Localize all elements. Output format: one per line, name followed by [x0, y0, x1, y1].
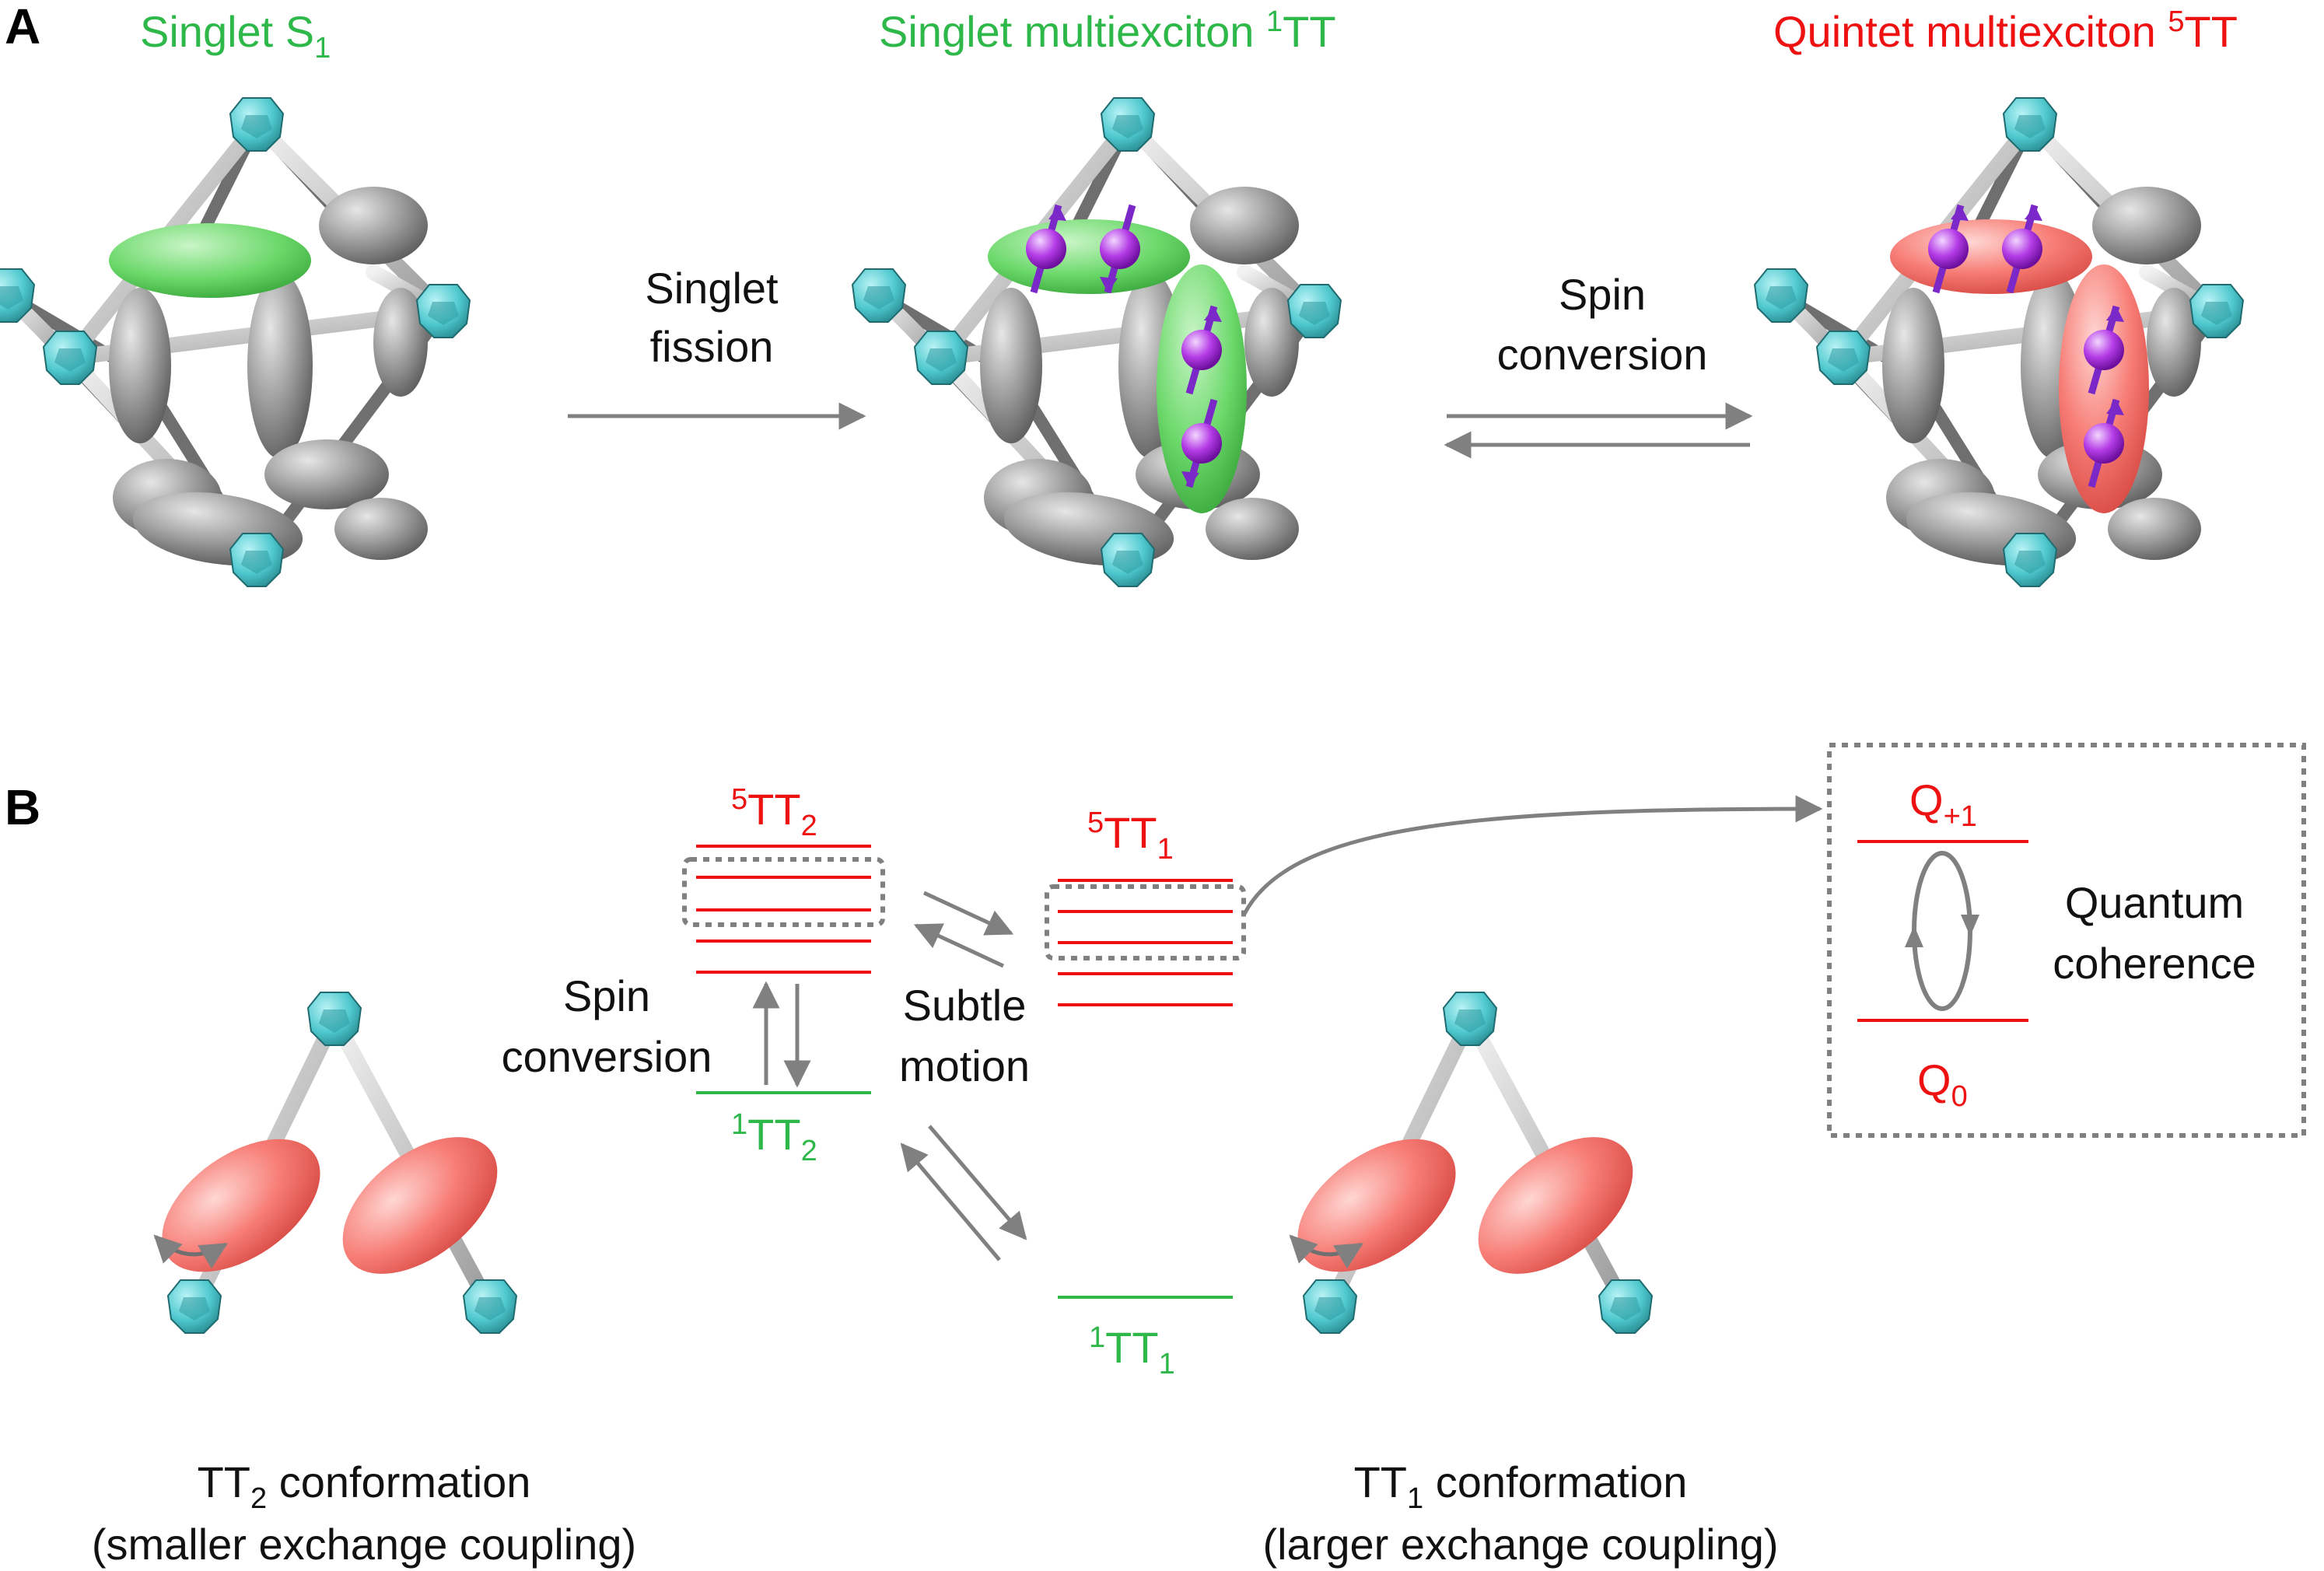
tt1-conformation-caption: TT1 conformation — [1354, 1457, 1688, 1515]
tt1-conformation-molecule — [1274, 992, 1657, 1333]
quintet-tt2-highlight-box — [682, 857, 885, 927]
quintet-tt2-levels — [696, 845, 871, 974]
title-quintet-multiexciton: Quintet multiexciton 5TT — [1773, 5, 2238, 56]
title-quintet-tt-end: TT — [2184, 7, 2237, 56]
level-label-5tt2: 5TT2 — [731, 783, 817, 842]
q-zero-label: Q0 — [1917, 1055, 1968, 1113]
level-label-1tt1: 1TT1 — [1089, 1321, 1175, 1380]
green-exciton-lobe-right — [1157, 264, 1247, 513]
level-label-1tt2: 1TT2 — [731, 1108, 817, 1167]
zoom-arrow — [1242, 795, 1823, 915]
green-exciton-lobe-top — [988, 219, 1190, 294]
spin-conversion-label-b: Spin — [563, 971, 650, 1020]
level-5tt1-sup: 5 — [1087, 806, 1104, 839]
level-5tt1-sub: 1 — [1157, 833, 1174, 866]
motion-arrow-lower-back — [900, 1142, 1001, 1261]
q-plus1-main: Q — [1909, 775, 1944, 824]
quantum-coherence-label: Quantum — [2065, 878, 2244, 927]
level-1tt2-main: TT — [747, 1110, 800, 1159]
q-plus1-sub: +1 — [1944, 800, 1977, 833]
tt2-conformation-caption: TT2 conformation — [198, 1457, 531, 1515]
level-5tt2-main: TT — [747, 785, 800, 834]
motion-arrow-upper-forward — [922, 890, 1014, 936]
singlet-fission-label: Singlet — [645, 264, 779, 313]
title-singlet-tt-main: Singlet multiexciton — [879, 7, 1266, 56]
level-5tt2-sub: 2 — [801, 810, 817, 842]
q-zero-sub: 0 — [1951, 1080, 1968, 1113]
coherence-cycle-icon — [1905, 851, 1979, 1011]
tt2-conformation-molecule — [138, 992, 522, 1333]
spin-conversion-label-b-2: conversion — [502, 1032, 712, 1081]
motion-arrow-upper-back — [913, 923, 1005, 968]
tt1-caption-main: TT — [1354, 1457, 1407, 1506]
title-quintet-tt-sup: 5 — [2168, 5, 2184, 38]
spin-conversion-label-2: conversion — [1497, 330, 1708, 379]
tt2-caption-main: TT — [198, 1457, 250, 1506]
level-1tt1-sup: 1 — [1089, 1321, 1105, 1354]
panel-b-letter: B — [5, 779, 40, 835]
title-singlet-tt-sup: 1 — [1266, 5, 1283, 38]
quantum-coherence-inset — [1827, 743, 2306, 1138]
singlet-fission-label-2: fission — [650, 322, 774, 371]
level-1tt2-sup: 1 — [731, 1108, 747, 1141]
title-singlet-tt-end: TT — [1283, 7, 1335, 56]
level-1tt2-sub: 2 — [801, 1135, 817, 1167]
quantum-coherence-label-2: coherence — [2053, 939, 2256, 988]
title-quintet-tt-main: Quintet multiexciton — [1773, 7, 2168, 56]
quintet-tt1-highlight-box — [1045, 884, 1246, 960]
tt2-caption-rest: conformation — [267, 1457, 530, 1506]
level-1tt1-sub: 1 — [1159, 1348, 1175, 1380]
spin-conversion-label: Spin — [1559, 270, 1646, 319]
red-exciton-lobe-right — [2059, 264, 2149, 513]
subtle-motion-label-2: motion — [899, 1041, 1030, 1090]
title-singlet-sub: 1 — [314, 32, 331, 65]
tt2-conformation-caption-2: (smaller exchange coupling) — [92, 1520, 636, 1569]
title-singlet-main: Singlet S — [140, 7, 314, 56]
title-singlet-multiexciton: Singlet multiexciton 1TT — [879, 5, 1336, 56]
panel-a-letter: A — [5, 0, 40, 54]
q-plus1-label: Q+1 — [1909, 775, 1977, 833]
tt1-conformation-caption-2: (larger exchange coupling) — [1262, 1520, 1778, 1569]
tt1-caption-rest: conformation — [1423, 1457, 1687, 1506]
q-zero-main: Q — [1917, 1055, 1951, 1104]
level-label-5tt1: 5TT1 — [1087, 806, 1174, 866]
level-5tt1-main: TT — [1104, 808, 1157, 857]
motion-arrow-lower-forward — [928, 1125, 1027, 1240]
title-singlet-s1: Singlet S1 — [140, 7, 331, 65]
level-1tt1-main: TT — [1105, 1323, 1158, 1372]
green-exciton-lobe — [109, 223, 311, 298]
level-5tt2-sup: 5 — [731, 783, 747, 816]
tt1-caption-sub: 1 — [1407, 1482, 1423, 1515]
molecule-quintet-tt — [1755, 98, 2243, 586]
tt2-caption-sub: 2 — [250, 1482, 267, 1515]
molecule-singlet-s1 — [0, 98, 470, 586]
quintet-tt1-levels — [1058, 879, 1233, 1006]
red-exciton-lobe-top — [1890, 219, 2092, 294]
molecule-singlet-tt — [852, 98, 1341, 586]
subtle-motion-label: Subtle — [903, 981, 1027, 1030]
